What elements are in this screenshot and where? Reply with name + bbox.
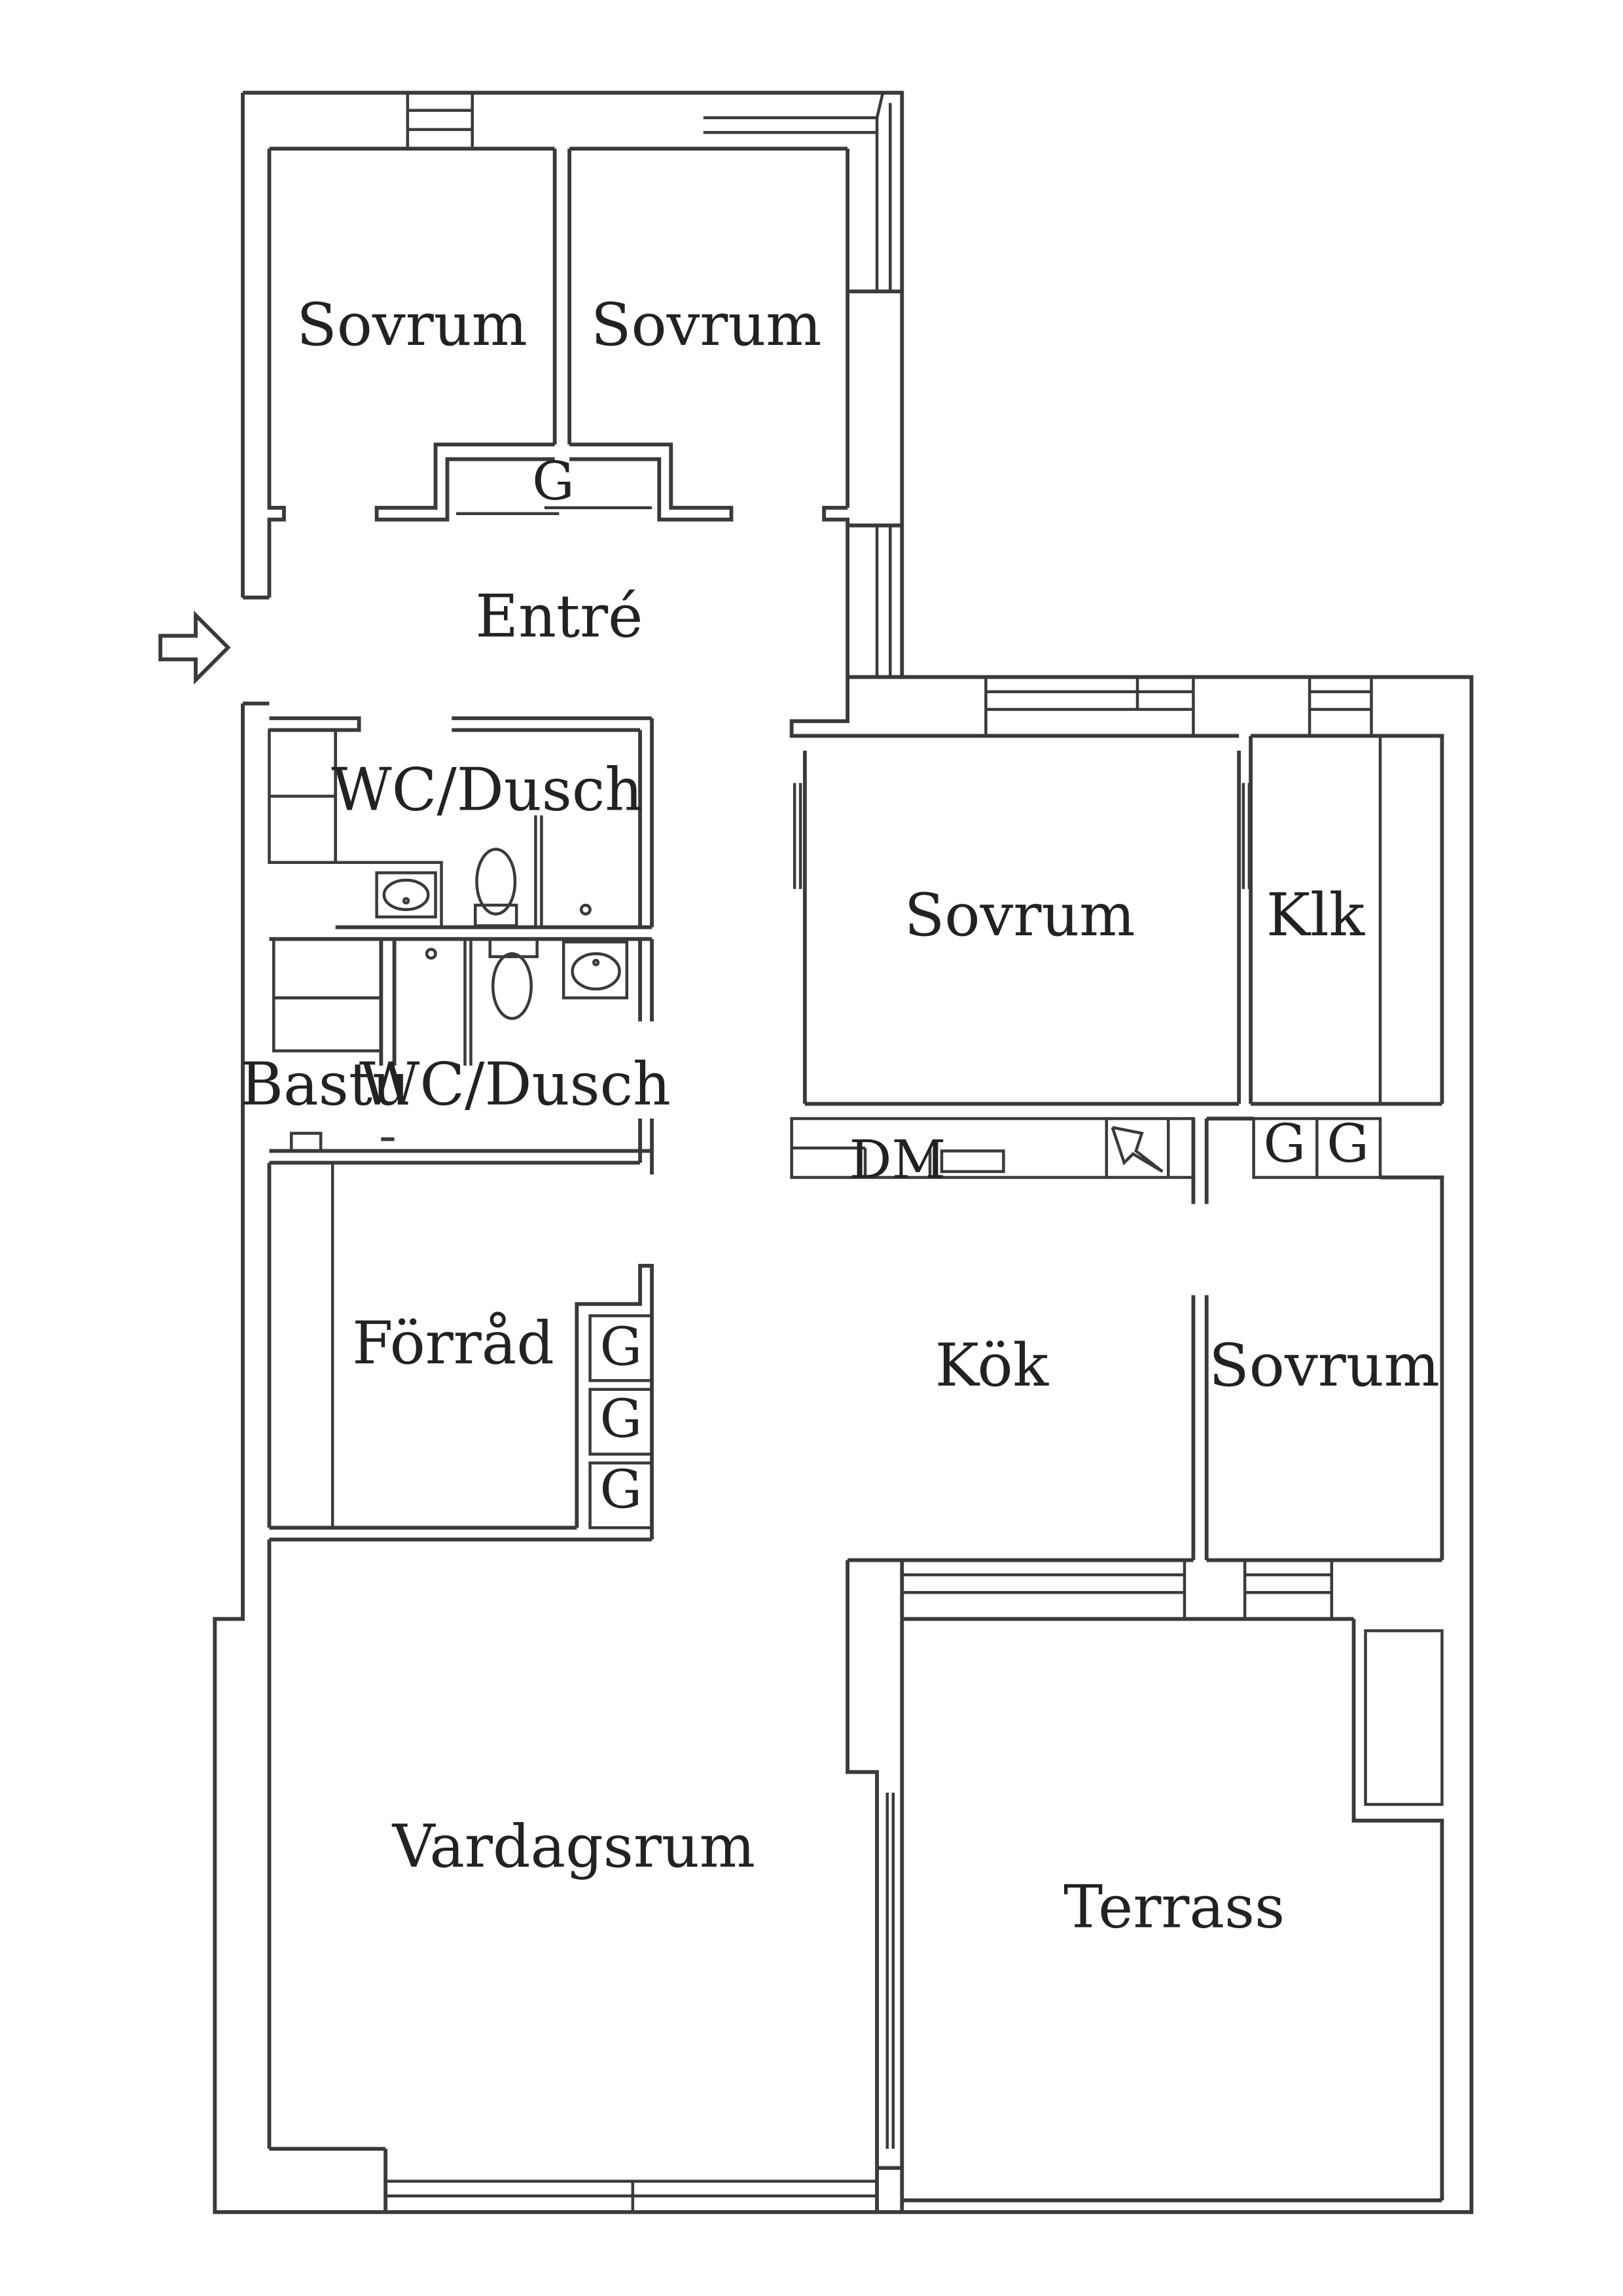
room-label-sovrum-3: Sovrum bbox=[904, 882, 1135, 950]
room-label-sovrum-4: Sovrum bbox=[1209, 1332, 1440, 1400]
toilet-icon bbox=[491, 952, 533, 1020]
wardrobe-label: G bbox=[1264, 1113, 1306, 1175]
wardrobe-label: G bbox=[600, 1389, 643, 1450]
room-label-klk: Klk bbox=[1266, 882, 1366, 950]
room-label-wc-dusch-1: WC/Dusch bbox=[331, 757, 643, 825]
outer-wall bbox=[213, 90, 1474, 2214]
toilet-icon bbox=[475, 848, 517, 916]
entrance-arrow-icon bbox=[158, 610, 231, 685]
wardrobe-label: G bbox=[532, 451, 575, 512]
room-label-bastu: Bastu bbox=[240, 1050, 410, 1119]
room-label-vardagsrum: Vardagsrum bbox=[392, 1813, 755, 1881]
dishwasher-label: DM bbox=[849, 1130, 946, 1191]
room-label-sovrum-1: Sovrum bbox=[296, 291, 527, 359]
room-label-entre: Entré bbox=[475, 583, 643, 651]
wardrobe-label: G bbox=[600, 1459, 643, 1520]
room-label-sovrum-2: Sovrum bbox=[591, 291, 822, 359]
electrical-symbol-icon bbox=[1111, 1126, 1164, 1173]
room-label-terrass: Terrass bbox=[1063, 1873, 1285, 1941]
wardrobe-label: G bbox=[600, 1316, 643, 1378]
room-label-forrad: Förråd bbox=[352, 1310, 554, 1378]
room-label-kok: Kök bbox=[935, 1332, 1050, 1400]
room-label-wc-dusch-2: WC/Dusch bbox=[359, 1050, 671, 1119]
wardrobe-label: G bbox=[1327, 1113, 1369, 1175]
